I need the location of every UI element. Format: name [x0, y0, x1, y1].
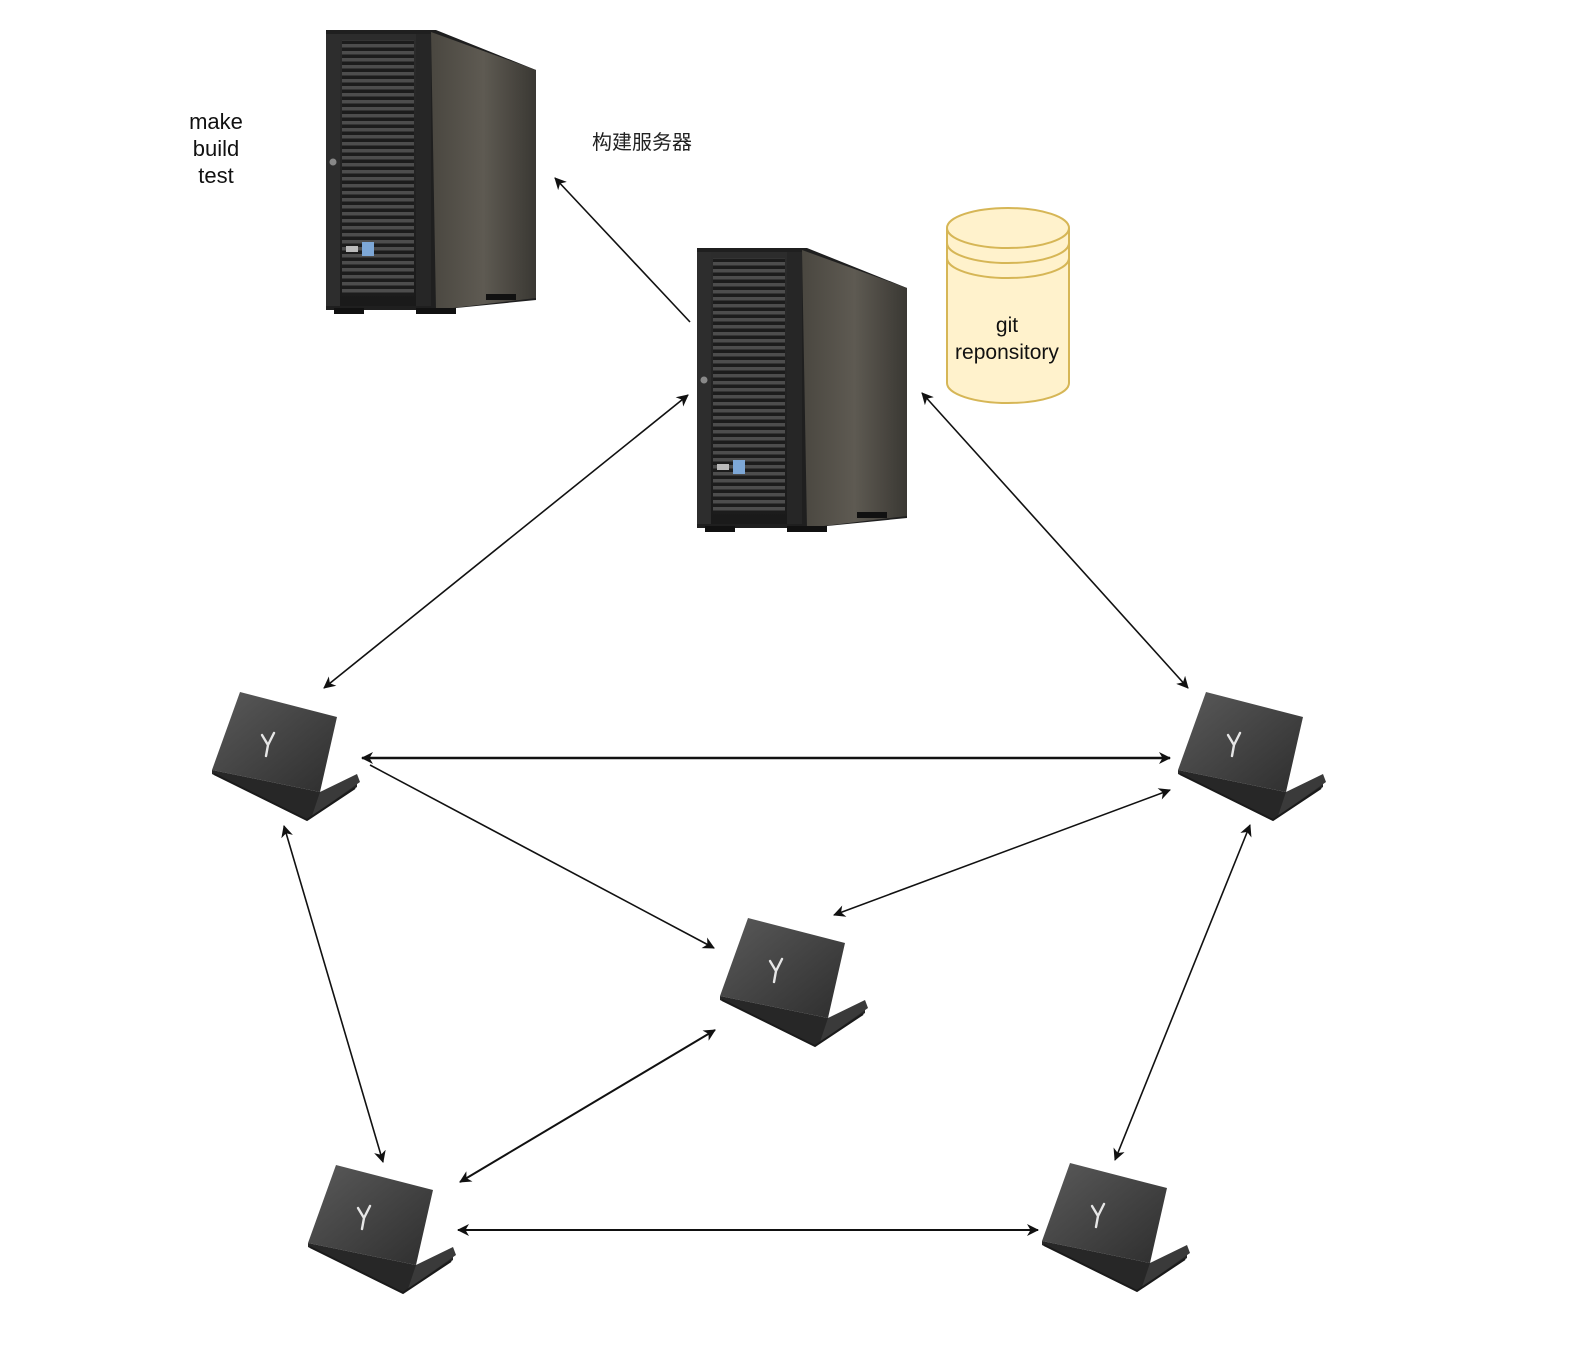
- laptop-icon-5: [1040, 1161, 1192, 1293]
- arrow-laptop-2-laptop-3: [833, 788, 1171, 917]
- central-server-icon: [697, 248, 907, 532]
- build-step-test: test: [198, 163, 234, 188]
- git-repository-label-line-2: reponsitory: [955, 341, 1059, 364]
- database-icon: [946, 207, 1070, 404]
- build-server-icon: [326, 30, 536, 314]
- build-server-label: 构建服务器: [592, 130, 692, 154]
- laptop-icon-4: [306, 1163, 458, 1295]
- laptop-icon-2: [1176, 690, 1328, 822]
- arrow-central-laptop-2: [921, 392, 1189, 689]
- build-steps-label: make build test: [168, 108, 264, 189]
- build-step-make: make: [189, 109, 243, 134]
- arrow-central-to-build-server: [554, 177, 691, 323]
- git-repository-label-line-1: git: [995, 314, 1019, 337]
- build-step-build: build: [192, 136, 240, 161]
- laptop-icon-1: [210, 690, 362, 822]
- git-repository-label: git reponsitory: [944, 312, 1070, 366]
- laptop-icon-3: [718, 916, 870, 1048]
- arrow-central-laptop-1: [323, 394, 689, 689]
- arrow-laptop-3-laptop-4: [459, 1029, 716, 1183]
- arrow-laptop-1-laptop-3: [369, 764, 715, 949]
- arrow-laptop-1-laptop-4: [281, 825, 386, 1163]
- arrow-laptop-2-laptop-5: [1113, 824, 1252, 1161]
